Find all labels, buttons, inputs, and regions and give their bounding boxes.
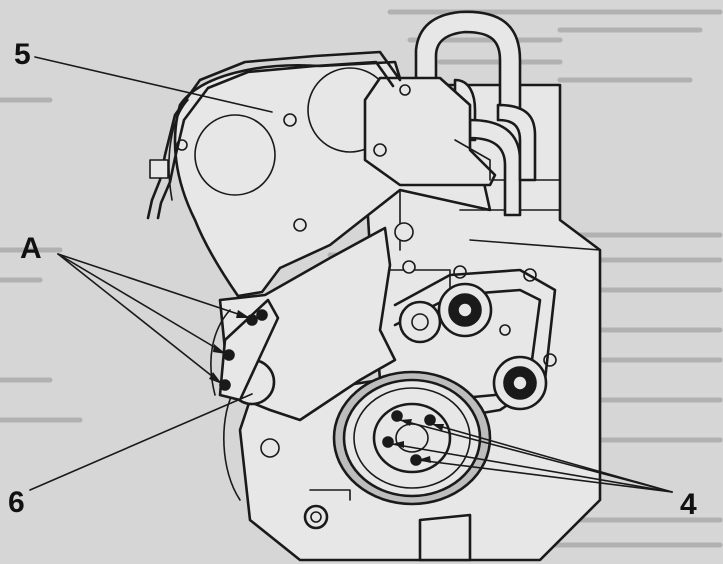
callout-4: 4 xyxy=(680,488,697,521)
arrowheads xyxy=(209,310,444,463)
lower-mounts xyxy=(260,438,472,562)
leader-a-1 xyxy=(57,253,251,319)
callout-5: 5 xyxy=(14,38,31,71)
bracket-bolts xyxy=(218,298,280,402)
leader-4-4 xyxy=(417,459,673,493)
pulley-bolt xyxy=(382,436,394,448)
leader-a-3 xyxy=(57,253,223,385)
leader-6 xyxy=(29,393,253,491)
bolt-a-middle xyxy=(223,349,235,361)
bolt-a-upper-left xyxy=(246,314,258,326)
leader-4-2 xyxy=(431,423,673,493)
leader-5 xyxy=(34,56,273,113)
pulley-bolt xyxy=(391,410,403,422)
callout-a: A xyxy=(20,232,42,265)
tensioner-pulley-upper xyxy=(437,282,493,338)
tensioner-arm xyxy=(398,300,442,344)
idler-pulley-lower xyxy=(492,355,548,411)
leader-4-3 xyxy=(391,443,673,493)
leader-lines xyxy=(29,56,673,493)
hoses xyxy=(414,10,537,217)
pulley-bolt xyxy=(424,414,436,426)
bolt-a-upper-right xyxy=(256,309,268,321)
bolt-a-lower xyxy=(219,379,231,391)
leader-4-1 xyxy=(399,419,673,493)
callout-6: 6 xyxy=(8,486,25,519)
left-pipe xyxy=(146,50,402,220)
belt-drive xyxy=(393,268,557,422)
thermostat-housing xyxy=(363,76,497,187)
leader-a-2 xyxy=(57,253,227,355)
